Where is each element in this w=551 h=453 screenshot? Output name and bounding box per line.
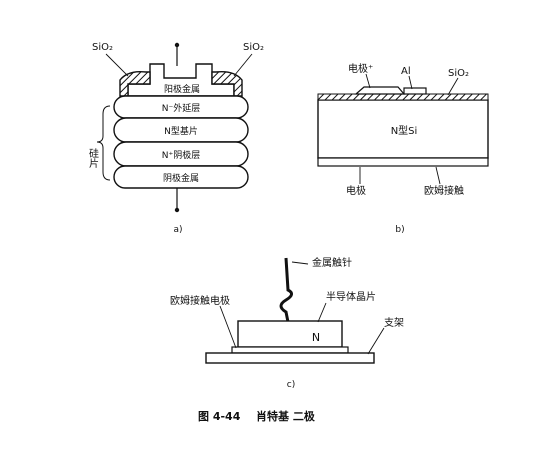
ohmic-electrode-label: 欧姆接触电极	[170, 294, 230, 307]
diagram-b: 电极⁺ Al SiO₂ N型Si 电极 欧姆接触 b)	[317, 62, 489, 235]
metal-probe	[279, 257, 293, 323]
sio2-left-block	[119, 70, 151, 97]
sio2-left-leader	[105, 53, 129, 77]
ohmic-contact-electrode	[231, 346, 349, 354]
ohmic-contact-label: 欧姆接触	[424, 184, 464, 197]
bracket-leader	[367, 327, 385, 355]
figure-number: 图 4-44	[198, 410, 241, 423]
al-label: Al	[401, 66, 411, 77]
silicon-wafer-label: 硅片	[87, 147, 99, 169]
sio2-leader	[447, 77, 459, 96]
chip-leader	[317, 302, 327, 323]
figure-caption: 图 4-44 肖特基 二极	[198, 409, 316, 423]
probe-leader	[291, 261, 309, 265]
sio2-left-label: SiO₂	[92, 42, 113, 53]
electrode-top-leader	[365, 73, 371, 89]
chip-label: 半导体晶片	[326, 290, 376, 303]
epitaxial-label: N⁻外延层	[162, 102, 200, 114]
bracket-label: 支架	[384, 317, 404, 329]
n-label: N	[312, 331, 320, 344]
n-si-label: N型Si	[391, 124, 418, 137]
anode-metal-label: 阳极金属	[164, 83, 200, 95]
cathode-metal-layer	[113, 165, 249, 189]
diagram-a: SiO₂ SiO₂ 阳极金属 N⁻外延层 N型基片 N⁺阴极层 阴极金属 硅片 …	[87, 42, 265, 235]
cathode-metal-label: 阴极金属	[163, 172, 199, 184]
figure-title: 肖特基 二极	[256, 409, 316, 423]
ohmic-leader	[435, 166, 441, 185]
anode-terminal	[174, 42, 180, 48]
sio2-right-label: SiO₂	[243, 42, 264, 53]
n-si-block	[317, 99, 489, 159]
electrode-top-label: 电极⁺	[348, 62, 373, 75]
sio2-label: SiO₂	[448, 68, 469, 79]
probe-label: 金属触针	[312, 256, 352, 269]
diagram-c: 金属触针 半导体晶片 欧姆接触电极 N 支架 c)	[170, 256, 404, 390]
al-pad	[403, 87, 427, 95]
ohmic-contact-layer	[317, 157, 489, 167]
al-leader	[408, 75, 413, 90]
al-electrode	[354, 86, 406, 95]
sublabel-c: c)	[287, 380, 295, 390]
silicon-wafer-bracket	[96, 105, 111, 181]
sublabel-b: b)	[395, 225, 404, 235]
cathode-layer-label: N⁺阴极层	[162, 149, 200, 161]
sio2-right-block	[211, 70, 243, 97]
ohmic-electrode-leader	[219, 305, 237, 349]
n-substrate-label: N型基片	[164, 125, 198, 137]
sio2-strip	[317, 93, 489, 101]
sublabel-a: a)	[173, 225, 182, 235]
semiconductor-chip	[237, 320, 343, 348]
electrode-bottom-label: 电极	[346, 184, 366, 197]
cathode-terminal	[174, 207, 180, 213]
bracket-base	[205, 352, 375, 364]
sio2-right-leader	[233, 53, 253, 77]
